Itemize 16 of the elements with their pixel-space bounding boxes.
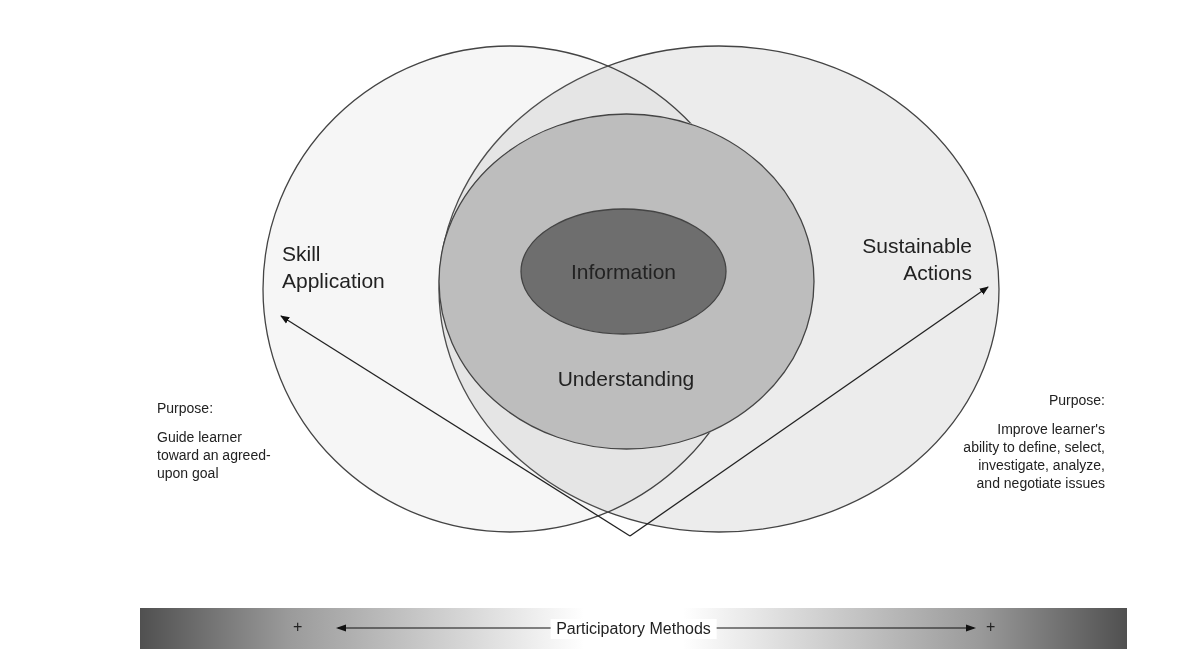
plus-sign: + [986,618,996,636]
ellipse-label: Sustainable Actions [861,233,972,286]
purpose-text: Improve learner's ability to define, select, investigate, analyze, and negotiate issues [962,420,1105,492]
ellipse-label: Understanding [556,366,696,392]
ellipse-label: Skill Application [282,241,386,294]
arrow [280,315,631,537]
arrow [629,286,989,537]
purpose-heading: Purpose: [1047,391,1105,409]
gradient-band [140,608,1127,649]
plus-sign: + [293,618,303,636]
purpose-heading: Purpose: [157,399,215,417]
band-label: Participatory Methods [550,619,717,639]
ellipse-label: Information [569,259,678,285]
middle-ellipse [438,113,815,450]
purpose-text: Guide learner toward an agreed-upon goal [157,428,272,482]
inner-ellipse [520,208,727,335]
